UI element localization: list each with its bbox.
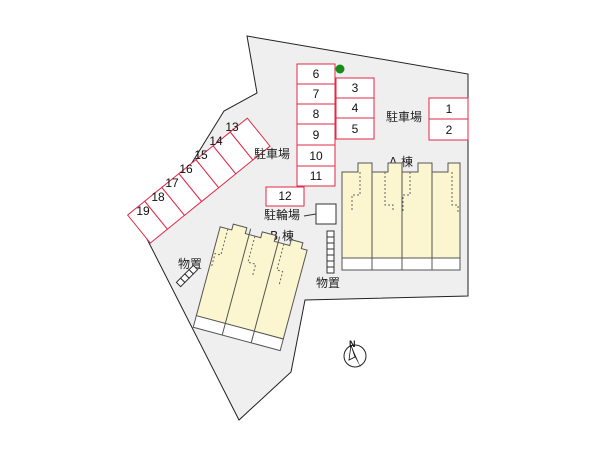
lot-number-7: 7 bbox=[313, 87, 320, 101]
green-marker-icon bbox=[335, 64, 345, 74]
lot-number-8: 8 bbox=[313, 107, 320, 121]
compass-north-letter: N bbox=[349, 339, 356, 349]
parking-lot-13 bbox=[229, 117, 271, 161]
lot-number-15: 15 bbox=[194, 148, 208, 162]
lot-number-11: 11 bbox=[310, 169, 323, 183]
parking-lot-11 bbox=[296, 165, 336, 187]
lot-number-3: 3 bbox=[352, 81, 359, 95]
lot-number-18: 18 bbox=[151, 190, 165, 204]
parking-lot-5 bbox=[335, 117, 375, 140]
lot-number-9: 9 bbox=[313, 128, 320, 142]
parking-column-right: 1 2 bbox=[428, 97, 469, 141]
parking-column-center: 6 7 8 9 10 11 bbox=[296, 63, 336, 187]
lot-number-19: 19 bbox=[136, 204, 150, 218]
lot-number-17: 17 bbox=[165, 176, 179, 190]
building-a bbox=[341, 162, 461, 271]
parking-lot-2 bbox=[428, 118, 469, 141]
building-b-label: B 棟 bbox=[270, 228, 294, 243]
lot-number-1: 1 bbox=[446, 102, 453, 116]
storage-left bbox=[175, 264, 199, 288]
storage-label-right: 物置 bbox=[316, 276, 340, 290]
lot-number-13: 13 bbox=[225, 120, 239, 134]
parking-label-right: 駐車場 bbox=[386, 109, 422, 124]
lot-number-10: 10 bbox=[309, 149, 323, 163]
lot-number-5: 5 bbox=[352, 122, 359, 136]
lot-number-2: 2 bbox=[446, 123, 453, 137]
lot-number-14: 14 bbox=[209, 134, 223, 148]
parking-row-diagonal bbox=[126, 117, 271, 244]
bike-parking-box bbox=[315, 203, 337, 225]
storage-right bbox=[326, 230, 335, 274]
bike-parking-leader bbox=[303, 213, 317, 217]
parking-lot-12 bbox=[265, 186, 305, 207]
lot-number-12: 12 bbox=[278, 189, 292, 203]
building-b bbox=[192, 223, 308, 352]
parking-column-mid: 3 4 5 bbox=[335, 77, 375, 140]
lot-number-6: 6 bbox=[313, 67, 320, 81]
north-compass-icon: N bbox=[343, 339, 367, 368]
lot-number-16: 16 bbox=[179, 162, 193, 176]
bike-parking-label: 駐輪場 bbox=[264, 207, 300, 222]
parking-label-center: 駐車場 bbox=[254, 146, 290, 161]
lot-number-4: 4 bbox=[352, 101, 359, 115]
